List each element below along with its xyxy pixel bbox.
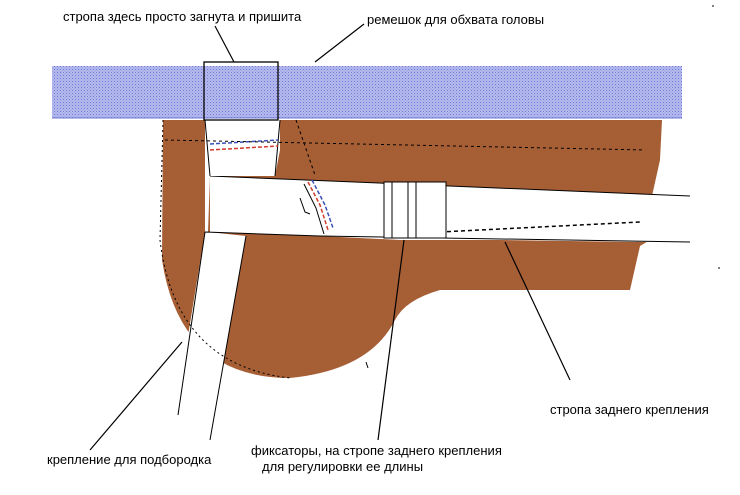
label-head-strap: ремешок для обхвата головы (367, 12, 545, 27)
pointer-head-strap (314, 23, 365, 63)
label-strap-folded: стропа здесь просто загнута и пришита (63, 9, 302, 24)
label-rear-strap: стропа заднего крепления (550, 402, 709, 417)
pointer-rear-strap (504, 241, 571, 381)
pointer-fixators (377, 239, 405, 441)
label-fixators-line2: для регулировки ее длины (262, 459, 424, 474)
fold-dashed-line (164, 139, 646, 151)
head-band-loop (203, 61, 279, 121)
head-band (52, 66, 682, 118)
pointer-strap-folded (214, 25, 235, 63)
label-chin-mount: крепление для подбородка (47, 452, 212, 467)
chin-strap-outline (177, 119, 321, 441)
pointer-chin-mount (89, 341, 183, 451)
stitch-blue-diag (311, 179, 334, 229)
small-fold-mark (299, 197, 311, 215)
rear-strap-edge-bottom (319, 235, 691, 243)
fixator-inner-2 (391, 181, 417, 239)
fold-dashed-line-2 (295, 119, 316, 176)
label-fixators-line1: фиксаторы, на стропе заднего крепления (251, 443, 502, 458)
mask-outline-dashed (159, 119, 291, 379)
fixator-outer (383, 181, 447, 239)
rear-strap-band (210, 176, 690, 242)
stitch-black-diag (303, 183, 325, 235)
rear-strap-dashed (439, 221, 641, 233)
stitch-red-top (209, 145, 279, 151)
stitch-red-diag (307, 181, 329, 231)
rear-strap-edge-top (209, 175, 691, 197)
stitch-blue-top (209, 139, 279, 145)
chin-strap-band (175, 120, 280, 440)
